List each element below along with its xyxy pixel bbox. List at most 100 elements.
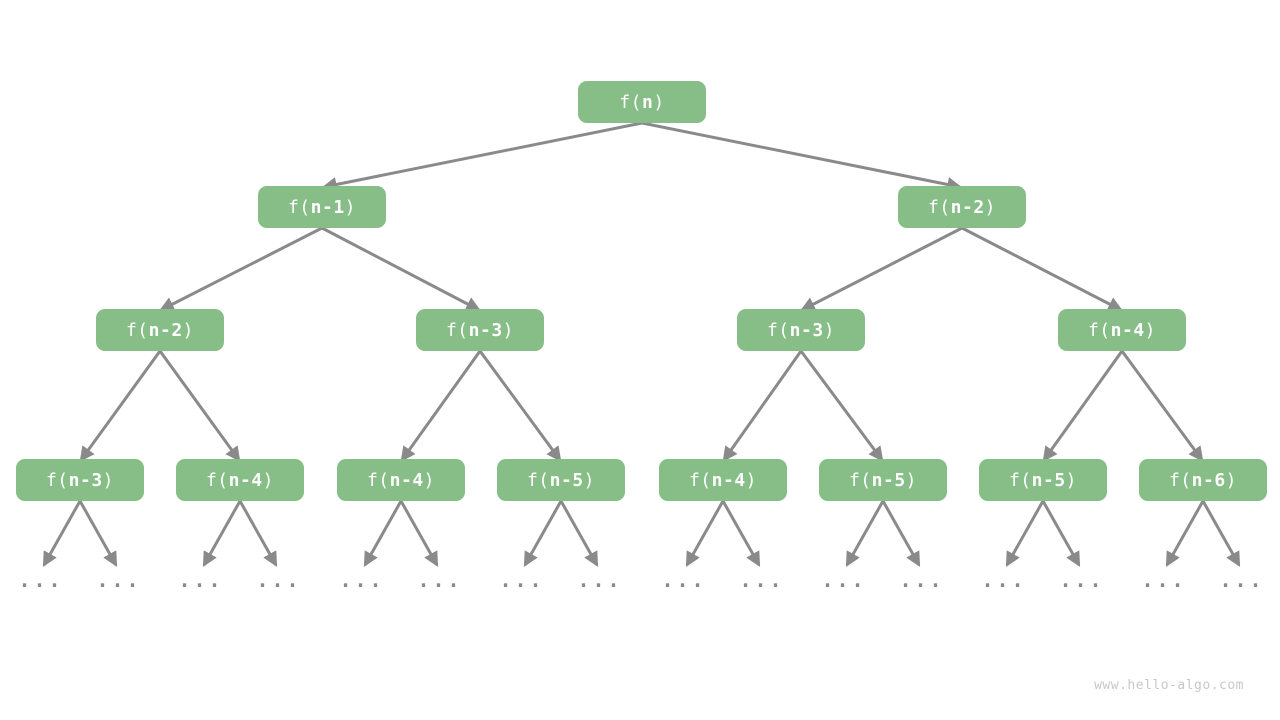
node-label-pre: f( [848,469,872,491]
edge-arrow [363,500,403,567]
edge-arrow [321,121,643,192]
node-label-pre: f( [1008,469,1032,491]
edge-arrow [1041,500,1081,567]
edge-arrow [641,121,963,192]
edge-arrow [78,500,118,567]
leaf-ellipsis: ... [1059,568,1105,592]
edge-arrow [158,350,241,462]
node-label-suf: ) [583,469,596,491]
edge-arrow [1005,500,1045,567]
node-label-pre: f( [287,196,311,218]
tree-node-root: f(n) [578,81,706,123]
node-label-var: n-5 [549,469,584,491]
tree-node-l2-0: f(n-1) [258,186,386,228]
edge-arrow [238,500,278,567]
node-label-pre: f( [766,319,790,341]
node-label-pre: f( [927,196,951,218]
leaf-ellipsis: ... [577,568,623,592]
node-label-var: n-3 [468,319,503,341]
node-label-pre: f( [205,469,229,491]
tree-node-l4-4: f(n-4) [659,459,787,501]
node-label-suf: ) [502,319,515,341]
node-label-pre: f( [1087,319,1111,341]
leaf-ellipsis: ... [18,568,64,592]
leaf-ellipsis: ... [739,568,785,592]
edge-arrow [881,500,921,567]
watermark: www.hello-algo.com [1094,678,1244,693]
tree-node-l2-1: f(n-2) [898,186,1026,228]
leaf-ellipsis: ... [1141,568,1187,592]
edge-arrow [685,500,725,567]
node-label-var: n-4 [389,469,424,491]
node-label-suf: ) [1065,469,1078,491]
node-label-var: n-6 [1191,469,1226,491]
node-label-suf: ) [182,319,195,341]
edge-arrow [158,226,323,312]
tree-node-l4-6: f(n-5) [979,459,1107,501]
leaf-ellipsis: ... [981,568,1027,592]
node-label-suf: ) [102,469,115,491]
edge-arrow [559,500,599,567]
edge-arrow [721,500,761,567]
node-label-var: n-4 [228,469,263,491]
tree-node-l4-2: f(n-4) [337,459,465,501]
edge-arrow [399,500,439,567]
node-label-var: n-4 [1110,319,1145,341]
node-label-var: n-4 [711,469,746,491]
node-label-var: n [642,91,654,113]
edge-arrow [1120,350,1204,462]
leaf-ellipsis: ... [899,568,945,592]
edge-arrow [799,226,963,312]
node-label-var: n-3 [789,319,824,341]
edge-arrow [845,500,885,567]
node-label-var: n-5 [871,469,906,491]
node-label-pre: f( [45,469,69,491]
node-label-pre: f( [1168,469,1192,491]
edge-arrow [79,350,162,462]
node-label-suf: ) [344,196,357,218]
tree-node-l4-7: f(n-6) [1139,459,1267,501]
leaf-ellipsis: ... [339,568,385,592]
edge-arrow [400,350,482,462]
node-label-var: n-2 [148,319,183,341]
node-label-suf: ) [1144,319,1157,341]
tree-node-l4-1: f(n-4) [176,459,304,501]
node-label-var: n-3 [68,469,103,491]
leaf-ellipsis: ... [96,568,142,592]
edge-arrow [523,500,563,567]
leaf-ellipsis: ... [417,568,463,592]
tree-node-l4-3: f(n-5) [497,459,625,501]
node-label-var: n-1 [310,196,345,218]
edge-arrow [321,226,481,312]
leaf-ellipsis: ... [256,568,302,592]
node-label-suf: ) [1225,469,1238,491]
edge-arrow [202,500,242,567]
node-label-var: n-5 [1031,469,1066,491]
node-label-var: n-2 [950,196,985,218]
node-label-suf: ) [653,91,665,113]
tree-node-l4-5: f(n-5) [819,459,947,501]
node-label-suf: ) [423,469,436,491]
node-label-pre: f( [619,91,642,113]
edge-arrow [1165,500,1205,567]
tree-node-l3-2: f(n-3) [737,309,865,351]
node-label-suf: ) [823,319,836,341]
node-label-pre: f( [366,469,390,491]
node-label-pre: f( [445,319,469,341]
leaf-ellipsis: ... [661,568,707,592]
edge-arrow [799,350,884,462]
edge-arrow [1042,350,1124,462]
tree-node-l4-0: f(n-3) [16,459,144,501]
node-label-pre: f( [688,469,712,491]
edge-arrow [1201,500,1241,567]
tree-node-l3-1: f(n-3) [416,309,544,351]
node-label-suf: ) [745,469,758,491]
node-label-suf: ) [262,469,275,491]
edge-arrow [722,350,803,462]
leaf-ellipsis: ... [1219,568,1265,592]
tree-node-l3-0: f(n-2) [96,309,224,351]
node-label-suf: ) [905,469,918,491]
edge-arrow [478,350,562,462]
